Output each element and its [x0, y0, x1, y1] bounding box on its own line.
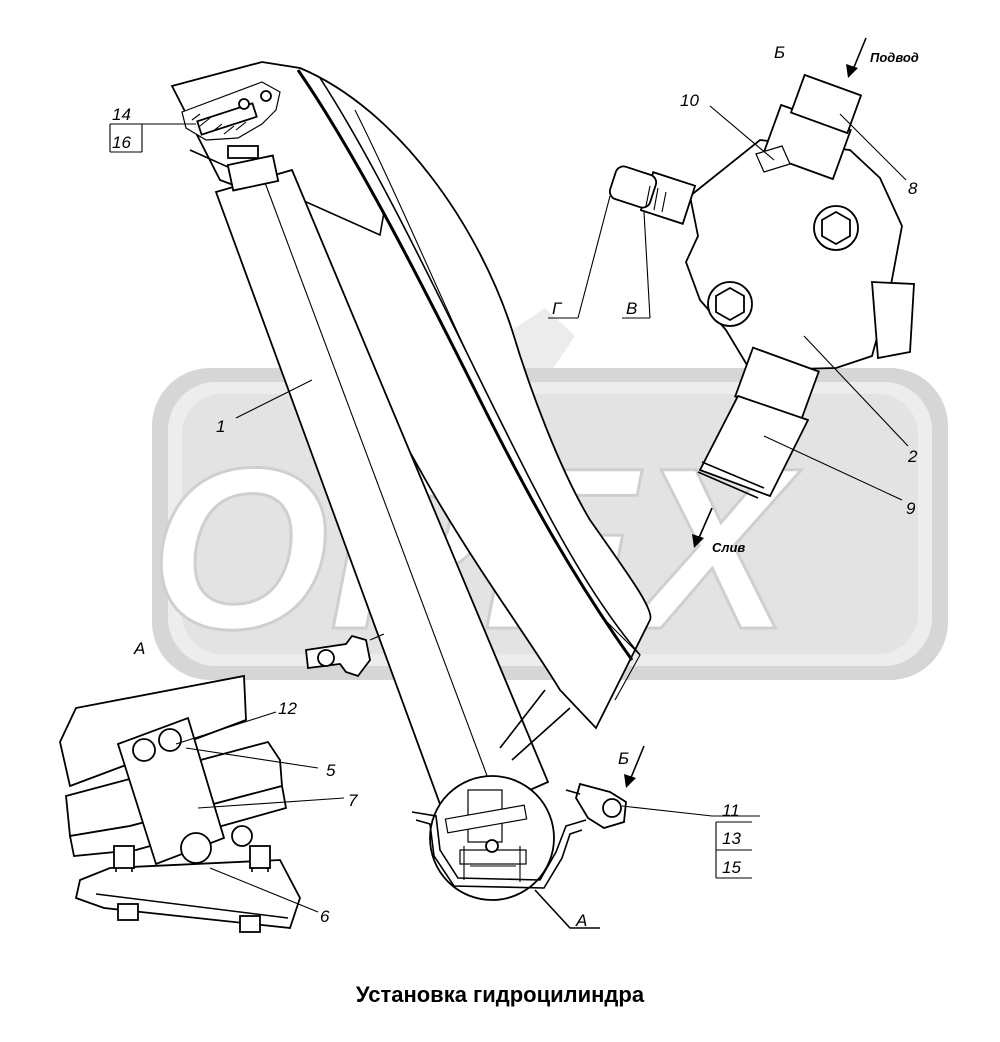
- leader-8: [839, 113, 907, 181]
- part-number-10: 10: [680, 91, 699, 110]
- cylinder-rod-end: [226, 154, 280, 192]
- part-number-15: 15: [722, 858, 741, 877]
- upper-pin: [227, 145, 259, 159]
- supply-arrow-head: [846, 64, 858, 78]
- drain-arrow-line: [697, 507, 713, 541]
- cylinder-lower-line: [499, 689, 571, 761]
- valve-fitting-g-threads: [645, 185, 667, 213]
- detail-a-nut-4: [239, 915, 261, 933]
- part-number-5: 5: [326, 761, 336, 780]
- leader-5: [185, 747, 319, 769]
- part-number-14: 14: [112, 105, 131, 124]
- floor-bracket: [411, 811, 587, 881]
- detail-a-bolt-12b: [158, 728, 182, 752]
- drain-arrow-head: [692, 534, 704, 548]
- b-view-arrow-line: [629, 745, 645, 781]
- label-B-view: Б: [774, 43, 785, 62]
- detail-a-nut-1: [113, 845, 135, 869]
- fitting-nut: [602, 798, 622, 818]
- detail-a-base-plate: [74, 859, 301, 929]
- side-fitting-pipe: [369, 633, 385, 641]
- label-V: В: [626, 299, 637, 318]
- side-fitting: [305, 633, 385, 678]
- part-number-1: 1: [216, 417, 225, 436]
- detail-a-nut-3: [117, 903, 139, 921]
- part-number-16: 16: [112, 133, 131, 152]
- label-G: Г: [552, 299, 563, 318]
- part-number-11: 11: [722, 801, 740, 820]
- valve-fitting-g: [608, 165, 658, 209]
- leader-6: [209, 867, 319, 913]
- valve-block: [608, 73, 915, 499]
- cab-edge-line-3: [354, 109, 481, 381]
- valve-plug-2-hex: [715, 286, 745, 322]
- cylinder-axis-line: [263, 179, 499, 806]
- detail-a-pin: [180, 832, 212, 864]
- fitting-pipe: [565, 789, 581, 795]
- leader-7: [197, 797, 345, 809]
- lower-rail: [444, 804, 528, 834]
- upper-hatch: [191, 113, 247, 135]
- leader-9: [763, 435, 903, 501]
- lower-pin: [485, 839, 499, 853]
- label-B-arrow: Б: [618, 749, 629, 768]
- fitting-leader: [621, 805, 760, 817]
- lower-bolts: [463, 846, 521, 882]
- label-drain: Слив: [712, 540, 745, 555]
- leader-1: [235, 379, 313, 419]
- upper-mount: [181, 81, 281, 159]
- leader-V: [643, 211, 651, 319]
- part-number-9: 9: [906, 499, 916, 518]
- side-fitting-nut: [317, 649, 335, 667]
- hose-fitting: [565, 782, 760, 829]
- leader-lines: [109, 105, 909, 913]
- hydraulic-cylinder: [214, 154, 571, 828]
- leader-12: [175, 711, 277, 745]
- valve-body: [685, 139, 903, 371]
- detail-a-leader: [534, 889, 600, 929]
- cab-edge-line-2: [319, 77, 641, 656]
- valve-side-boss: [871, 281, 915, 360]
- detail-a-bolt-12a: [132, 738, 156, 762]
- supply-arrow-line: [851, 37, 867, 73]
- floor-bracket-2: [415, 819, 583, 889]
- part-number-7: 7: [348, 791, 358, 810]
- leader-2: [803, 335, 909, 447]
- valve-outlet-pipe: [698, 394, 810, 498]
- detail-a-nut-2: [249, 845, 271, 869]
- b-view-arrow-head: [624, 774, 636, 788]
- detail-a-view: [59, 674, 301, 933]
- lower-mount-detail: [411, 775, 600, 929]
- upper-clamp: [196, 102, 258, 136]
- part-number-8: 8: [908, 179, 918, 198]
- cab-edge-line-1: [296, 69, 634, 661]
- drawing-caption: Установка гидроцилиндра: [355, 982, 645, 1007]
- label-supply: Подвод: [870, 50, 919, 65]
- upper-bolt-1: [238, 98, 250, 110]
- part-number-12: 12: [278, 699, 297, 718]
- leader-G: [577, 195, 611, 319]
- valve-outlet-flange: [697, 461, 765, 499]
- part-number-2: 2: [907, 447, 918, 466]
- valve-plug-1-hex: [821, 210, 851, 246]
- label-A-callout: А: [575, 911, 587, 930]
- leader-10: [709, 105, 775, 161]
- part-number-6: 6: [320, 907, 330, 926]
- cab-inner-line: [599, 614, 641, 701]
- labels: Б Подвод Слив Г В А А Б 1 2 5 6 7 8 9 10…: [112, 43, 919, 930]
- label-A-detail: А: [133, 639, 145, 658]
- detail-a-nut-right: [231, 825, 253, 847]
- valve-inlet-pipe: [789, 73, 863, 135]
- flow-arrows: [624, 37, 867, 788]
- part-number-13: 13: [722, 829, 741, 848]
- upper-bolt-2: [260, 90, 272, 102]
